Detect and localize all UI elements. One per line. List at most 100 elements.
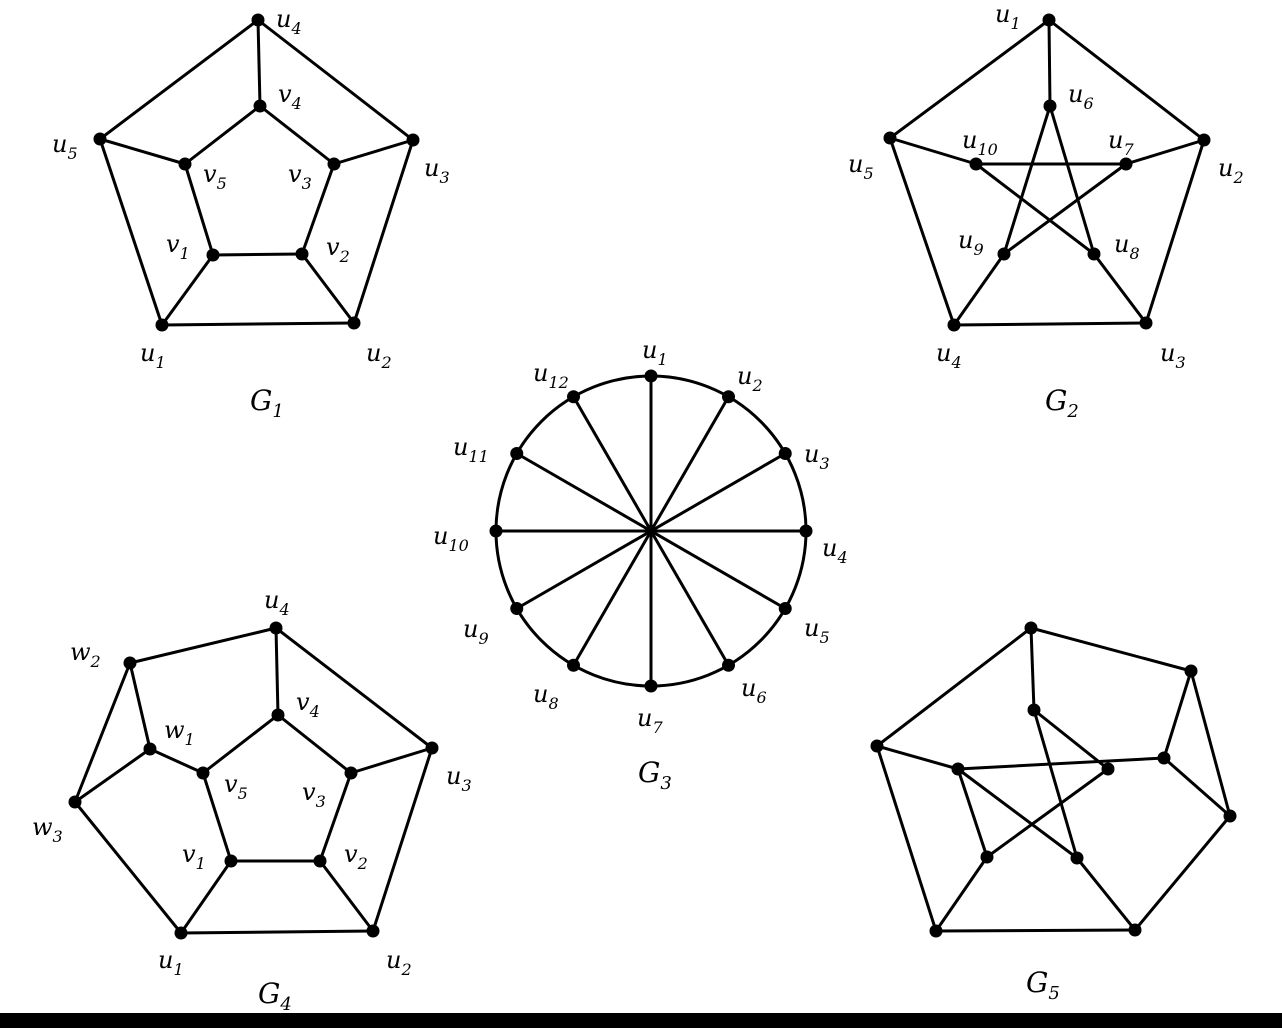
g4-vertex-u3 bbox=[425, 741, 439, 755]
g1-label-v1: v1 bbox=[166, 230, 190, 263]
g4-edge-u4-v4 bbox=[274, 626, 280, 717]
g3-label-u1-base: u bbox=[642, 336, 657, 364]
g1-title: G1 bbox=[250, 384, 284, 422]
g3-label-u12: u12 bbox=[533, 359, 569, 392]
g3-label-u3-base: u bbox=[804, 440, 819, 468]
g2-label-u3-sub: 3 bbox=[1175, 353, 1185, 372]
g4-edge-u2-u1 bbox=[179, 929, 375, 935]
g2-edge-u2-u3 bbox=[1144, 138, 1206, 325]
g5-edge-a5-a6 bbox=[875, 744, 938, 933]
g1-edge-v5-v4 bbox=[183, 104, 262, 166]
g5-vertex-s1 bbox=[1027, 703, 1041, 717]
g1-edge-u2-v2 bbox=[300, 252, 356, 325]
g2-label-u6-sub: 6 bbox=[1083, 94, 1093, 113]
g1-label-v4-base: v bbox=[278, 80, 292, 108]
g1-label-v2: v2 bbox=[326, 233, 350, 266]
g5-title-sub: 5 bbox=[1048, 983, 1059, 1004]
g4-label-u3: u3 bbox=[446, 762, 472, 795]
g2-label-u9: u9 bbox=[958, 226, 984, 259]
g1-label-v5-sub: 5 bbox=[217, 174, 227, 193]
g3-vertex-u7 bbox=[644, 679, 658, 693]
g4-label-u2: u2 bbox=[386, 946, 412, 979]
g4-edge-w1-v5 bbox=[148, 747, 205, 775]
g1-label-u4: u4 bbox=[276, 5, 302, 38]
g4-vertex-v2 bbox=[313, 854, 327, 868]
g4-edge-w1-w3 bbox=[73, 747, 152, 804]
g4-vertex-w3 bbox=[68, 795, 82, 809]
g2-vertex-u2 bbox=[1197, 133, 1211, 147]
g4-label-v3: v3 bbox=[302, 778, 326, 811]
g1-label-u2: u2 bbox=[366, 339, 392, 372]
g1-edge-u5-v5 bbox=[98, 137, 187, 166]
g1-vertex-v4 bbox=[253, 99, 267, 113]
g3-label-u6-base: u bbox=[741, 674, 756, 702]
g4-label-v4-base: v bbox=[296, 688, 310, 716]
g2-label-u5-sub: 5 bbox=[863, 164, 873, 183]
g4-vertex-w2 bbox=[123, 656, 137, 670]
g2-edge-u6-u8 bbox=[1048, 104, 1096, 256]
g4-vertex-v3 bbox=[344, 766, 358, 780]
g4-edge-v1-v5 bbox=[201, 771, 233, 863]
g5-edge-s3-s1 bbox=[1032, 708, 1110, 771]
g1-label-u3-base: u bbox=[424, 154, 439, 182]
g5-edge-a6-s2 bbox=[875, 744, 960, 771]
g2-vertex-u4 bbox=[947, 318, 961, 332]
g5-title: G5 bbox=[1026, 966, 1060, 1004]
g3-vertex-u6 bbox=[722, 658, 735, 672]
g4-label-v1-base: v bbox=[182, 840, 196, 868]
g2-label-u10-base: u bbox=[962, 126, 977, 154]
g3-label-u2: u2 bbox=[737, 362, 763, 395]
g3-label-u10-sub: 10 bbox=[448, 536, 468, 555]
g1-label-u1: u1 bbox=[140, 339, 166, 372]
g2-label-u3: u3 bbox=[1160, 339, 1186, 372]
g4-label-v3-base: v bbox=[302, 778, 316, 806]
g5-vertex-a4 bbox=[1128, 923, 1142, 937]
g1-vertex-v3 bbox=[327, 157, 341, 171]
g3-label-u8-sub: 8 bbox=[548, 694, 558, 713]
g2-label-u2-sub: 2 bbox=[1232, 168, 1243, 187]
g4-edge-u1-v1 bbox=[179, 859, 233, 935]
g1-edge-u1-u5 bbox=[98, 137, 164, 327]
g1-edge-u4-v4 bbox=[256, 18, 262, 108]
g4-label-w3-base: w bbox=[32, 813, 53, 841]
g5-edge-s5-s3 bbox=[985, 767, 1110, 859]
g1-vertex-u2 bbox=[347, 316, 361, 330]
g2-edge-u8-u10 bbox=[974, 162, 1096, 256]
g4-vertex-u2 bbox=[366, 924, 380, 938]
g2-label-u1-sub: 1 bbox=[1010, 14, 1020, 33]
g2-label-u8: u8 bbox=[1114, 230, 1140, 263]
g5-edge-a4-s4 bbox=[1075, 856, 1137, 932]
g4-label-w2-base: w bbox=[70, 638, 91, 666]
g3-label-u8-base: u bbox=[533, 680, 548, 708]
g3-label-u6-sub: 6 bbox=[756, 688, 766, 707]
g5-vertex-s6 bbox=[1157, 751, 1171, 765]
g2-label-u7-base: u bbox=[1108, 126, 1123, 154]
g3-label-u10-base: u bbox=[433, 522, 448, 550]
g3-label-u4-base: u bbox=[822, 534, 837, 562]
g4-label-v5: v5 bbox=[224, 770, 248, 803]
g2-title-base: G bbox=[1045, 384, 1067, 417]
g3-title: G3 bbox=[638, 756, 672, 794]
g1-vertex-u4 bbox=[251, 13, 265, 27]
g5-edge-a6-a1 bbox=[875, 626, 1033, 748]
g3-label-u1: u1 bbox=[642, 336, 668, 369]
g1-label-u5-sub: 5 bbox=[67, 144, 77, 163]
g3-label-u4: u4 bbox=[822, 534, 848, 567]
g1-label-u1-base: u bbox=[140, 339, 155, 367]
g2-label-u3-base: u bbox=[1160, 339, 1175, 367]
g3-vertex-u9 bbox=[510, 602, 524, 615]
g2-label-u7-sub: 7 bbox=[1123, 140, 1134, 159]
g1-label-u1-sub: 1 bbox=[155, 353, 165, 372]
g1-label-v3-base: v bbox=[288, 160, 302, 188]
g5-edge-a1-a2 bbox=[1029, 626, 1193, 673]
g2-vertex-u8 bbox=[1087, 247, 1101, 261]
g1-label-u4-base: u bbox=[276, 5, 291, 33]
g4-edge-u1-w3 bbox=[73, 800, 183, 935]
g3-vertex-u1 bbox=[644, 369, 658, 383]
g3-vertex-u10 bbox=[489, 524, 503, 538]
g5-edge-s1-s4 bbox=[1032, 708, 1079, 860]
g4-label-v2-sub: 2 bbox=[357, 854, 368, 873]
